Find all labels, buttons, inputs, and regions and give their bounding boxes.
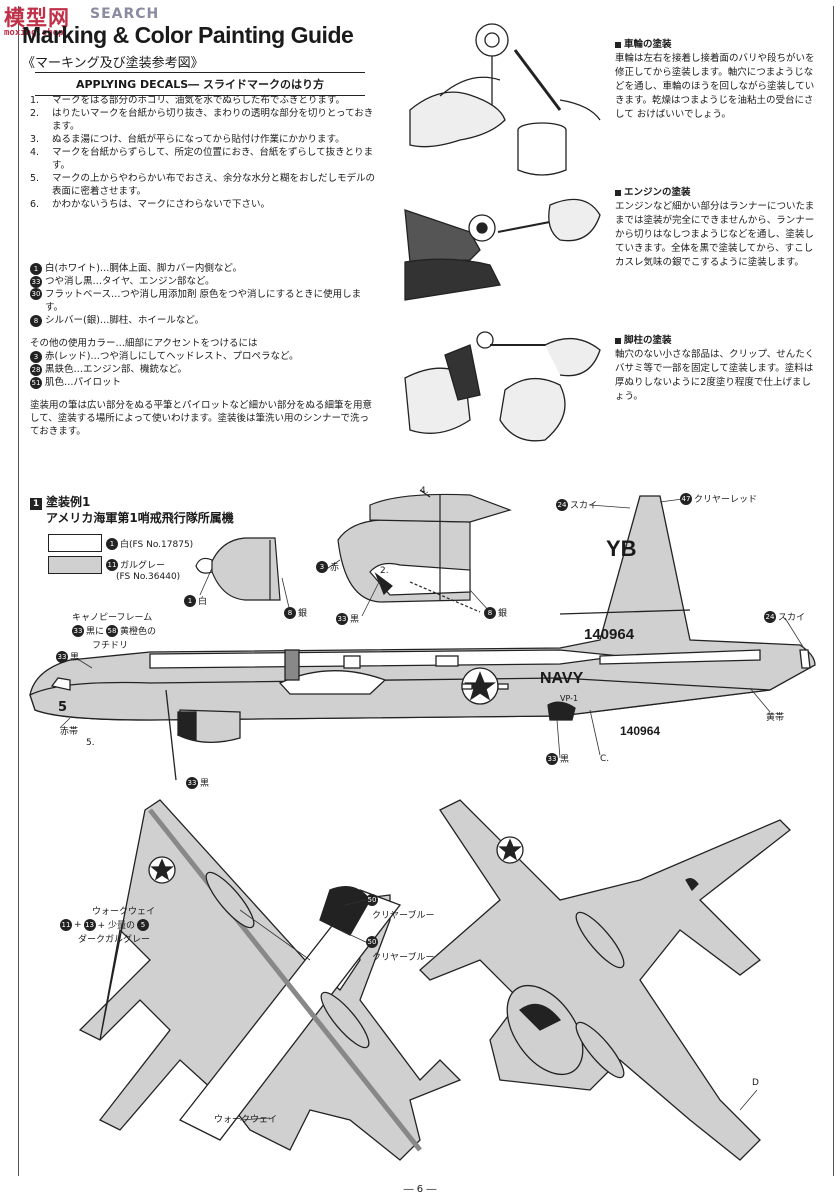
scheme-unit: アメリカ海軍第1哨戒飛行隊所属機 [46,511,234,525]
tip-struts: 脚柱の塗装 軸穴のない小さな部品は、クリップ、せんたくバサミ等で一部を固定して塗… [615,334,820,404]
watermark-search: SEARCH [90,6,160,22]
fuselage-serial: 140964 [620,724,661,738]
tip-engine: エンジンの塗装 エンジンなど細かい部分はランナーについたままでは塗装が完全にでき… [615,186,820,270]
navy-marking: NAVY [540,670,584,687]
decal-step: 4.マークを台紙からずらして、所定の位置におき、台紙をずらして抜きとります。 [30,147,374,171]
tip-body: 軸穴のない小さな部品は、クリップ、せんたくバサミ等で一部を固定して塗装します。塗… [615,349,815,402]
tail-code: YB [606,536,637,561]
watermark-logo: 模型网 [4,6,70,30]
scheme-header: 1 塗装例1 アメリカ海軍第1哨戒飛行隊所属機 [30,494,234,526]
scheme-title: 塗装例1 [46,495,91,509]
callout-clear-blue: 50 [366,894,378,906]
callout-canopy-detail-edge: フチドリ [92,641,129,651]
accent-intro: その他の使用カラー…細部にアクセントをつけるには [30,338,258,349]
watermark-url: moxing.shop [4,28,64,38]
decal-step: 6.かわかないうちは、マークにさわらないで下さい。 [30,199,271,210]
callout-dark-gull-gray: ダークガルグレー [78,935,151,945]
callout-mark-d: D [752,1078,759,1088]
callout-clear-blue-label: クリヤーブルー [372,911,435,921]
tip-body: エンジンなど細かい部分はランナーについたままでは塗装が完全にできませんから、ラン… [615,201,815,268]
decal-step: 5.マークの上からやわらかい布でおさえ、余分な水分と糊をおしだしモデルの表面に密… [30,173,376,197]
watermark: 模型网 SEARCH moxing.shop [4,2,158,38]
callout-walkway: ウォークウェイ [92,907,156,917]
tip-wheels: 車輪の塗装 車輪は左右を接着し接着面のバリや段ちがいを修正してから塗装します。軸… [615,38,820,122]
brush-note: 塗装用の筆は広い部分をぬる平筆とパイロットなど細かい部分をぬる細筆を用意して、塗… [30,400,373,437]
callout-walkway: ウォークウェイ [214,1115,278,1125]
tip-heading: 脚柱の塗装 [624,335,672,346]
callout-yellow-band: 黄帯 [766,713,785,723]
white-swatch [48,534,102,552]
gull-gray-swatch [48,556,102,574]
decal-heading: APPLYING DECALS― スライドマークのはり方 [35,72,365,96]
nose-number: 5 [58,700,68,715]
decal-step: 2.はりたいマークを台紙から切り抜き、まわりの透明な部分を切りとっておきます。 [30,108,374,132]
callout-mark-2: 2. [380,566,389,576]
tail-serial: 140964 [584,626,635,643]
decal-step: 3.ぬるま湯につけ、台紙が平らになってから貼付け作業にかかります。 [30,134,345,145]
tip-body: 車輪は左右を接着し接着面のバリや段ちがいを修正してから塗装します。軸穴につまよう… [615,53,815,120]
page-border [18,6,834,1176]
decal-steps: 1.マークをはる部分のホコリ、油気を水でぬらした布でふきとります。 2.はりたい… [30,94,375,211]
callout-mark-4: 4. [420,486,429,496]
tip-heading: エンジンの塗装 [624,187,691,198]
callout-mark-c: C. [600,754,610,764]
callout-clear-blue: 50 [366,936,378,948]
page-subtitle: 《マーキング及び塗装参考図》 [22,56,204,71]
scheme-number: 1 [30,498,42,510]
callout-red-band: 赤帯 [60,727,79,737]
page-title: Marking & Color Painting Guide [22,22,354,48]
legend-fs-number: (FS No.36440) [116,572,181,582]
callout-clear-blue-label: クリヤーブルー [372,953,435,963]
tip-heading: 車輪の塗装 [624,39,672,50]
page-number: ― 6 ― [403,1184,437,1195]
callout-mark-5: 5. [86,738,95,748]
callout-canopy-frame: キャノピーフレーム [72,613,153,623]
decal-step: 1.マークをはる部分のホコリ、油気を水でぬらした布でふきとります。 [30,95,345,106]
squadron-marking: VP-1 [560,694,579,703]
